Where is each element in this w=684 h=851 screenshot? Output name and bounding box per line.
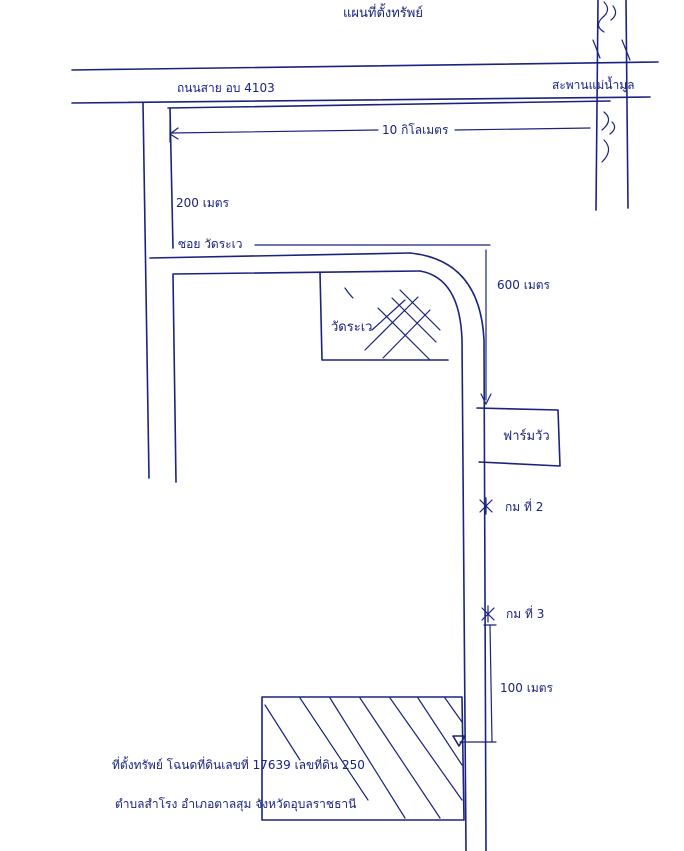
property-info-line2: ตำบลสำโรง อำเภอตาลสุม จังหวัดอุบลราชธานี <box>115 797 356 812</box>
temple-plot <box>319 271 449 361</box>
distance-100m-arrow <box>459 624 497 743</box>
km3-marker <box>481 605 495 623</box>
river <box>592 0 631 211</box>
distance-600m-label: 600 เมตร <box>497 278 551 292</box>
bridge-label: สะพานแม่น้ำมูล <box>552 76 634 93</box>
km2-label: กม ที่ 2 <box>505 498 543 514</box>
km3-label: กม ที่ 3 <box>506 605 544 621</box>
property-info-line1: ที่ตั้งทรัพย์ โฉนดที่ดินเลขที่ 17639 เลข… <box>112 756 365 772</box>
main-road <box>71 61 659 109</box>
soi-road <box>149 244 491 851</box>
distance-600m-arrow <box>480 249 492 406</box>
distance-10km-arrow <box>168 119 591 143</box>
distance-10km-label: 10 กิโลเมตร <box>382 123 449 137</box>
soi-label: ซอย วัดระเว <box>178 237 242 251</box>
property-plot <box>261 696 466 821</box>
map-title: แผนที่ตั้งทรัพย์ <box>343 3 423 21</box>
farm-plot <box>476 407 561 467</box>
km2-marker <box>479 497 493 515</box>
farm-label: ฟาร์มวัว <box>503 428 550 444</box>
distance-100m-label: 100 เมตร <box>500 681 554 695</box>
temple-label: วัดระเว <box>331 320 372 335</box>
main-road-label: ถนนสาย อบ 4103 <box>177 81 275 95</box>
distance-200m-label: 200 เมตร <box>176 196 230 210</box>
side-road <box>142 102 177 483</box>
